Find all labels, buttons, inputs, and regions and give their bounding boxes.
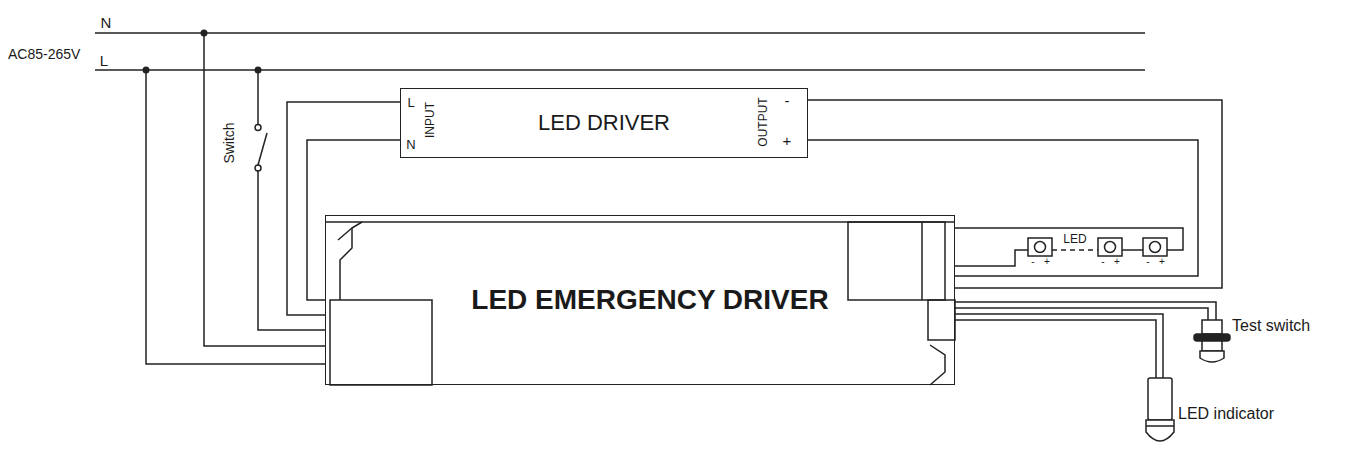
housing-end-cap	[338, 228, 352, 240]
neutral-line	[95, 32, 1145, 34]
polarity-mark: +	[1159, 257, 1165, 267]
live-line	[95, 69, 1145, 71]
output-terminal-block	[921, 222, 923, 300]
pin-name: +	[783, 133, 792, 148]
led-symbol	[1028, 238, 1167, 256]
emergency-driver-box: LED EMERGENCY DRIVER	[325, 215, 955, 385]
indicator-wire	[955, 314, 1163, 378]
led-series-dash	[1052, 249, 1098, 251]
housing-end-cap	[930, 345, 945, 385]
signal-terminal-block	[928, 300, 955, 340]
switch-label: Switch	[222, 122, 236, 163]
indicator-wire	[955, 320, 1156, 378]
led-wire	[1122, 249, 1143, 251]
polarity-mark: -	[1101, 257, 1104, 267]
test-switch-symbol	[1194, 320, 1230, 362]
switched-live-wire	[258, 171, 325, 330]
polarity-mark: +	[1114, 257, 1120, 267]
port-name: OUTPUT	[757, 97, 769, 146]
component-label: Test switch	[1232, 318, 1310, 334]
switch-contact	[255, 125, 261, 131]
pin-name: L	[407, 96, 414, 109]
line-name: L	[100, 53, 108, 68]
port-name: INPUT	[424, 102, 436, 138]
wire	[808, 140, 1198, 276]
led-wire	[955, 250, 1028, 266]
polarity-mark: -	[1031, 257, 1034, 267]
switch-blade	[258, 133, 267, 165]
polarity-mark: +	[1044, 257, 1050, 267]
voltage-label: AC85-265V	[8, 47, 80, 61]
wire	[808, 100, 1222, 288]
wire	[307, 140, 400, 300]
switch-wire	[257, 70, 259, 124]
switch-contact	[255, 165, 261, 171]
pin-name: -	[785, 93, 790, 108]
led-indicator-symbol	[1146, 378, 1174, 441]
housing-end-cap	[340, 222, 362, 300]
wire	[287, 102, 400, 315]
junction-dots	[143, 30, 262, 74]
node-title: LED EMERGENCY DRIVER	[471, 284, 828, 316]
node-title: LED DRIVER	[538, 110, 670, 136]
output-terminal-block	[848, 222, 945, 300]
line-name: N	[101, 15, 112, 30]
test-switch-wire	[955, 302, 1216, 320]
led-label: LED	[1063, 233, 1086, 245]
component-label: LED indicator	[1178, 406, 1274, 422]
polarity-mark: -	[1146, 257, 1149, 267]
input-terminal-block	[330, 300, 432, 385]
led-driver-box: LED DRIVER	[400, 88, 808, 158]
live-wire	[146, 70, 325, 364]
pin-name: N	[406, 138, 415, 151]
